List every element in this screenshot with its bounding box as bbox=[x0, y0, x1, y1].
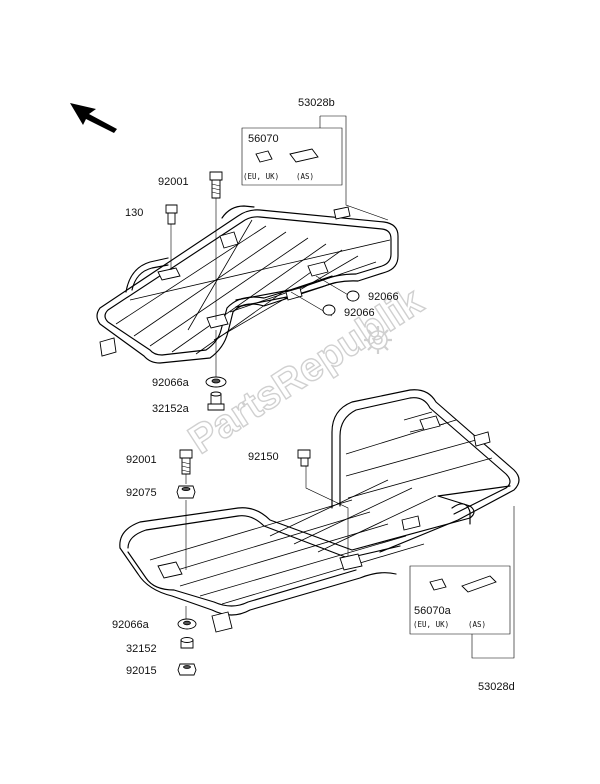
washer-92066a-top bbox=[205, 376, 227, 388]
region-tag-as-top: (AS) bbox=[296, 172, 314, 181]
region-tag-eu-uk-top: (EU, UK) bbox=[243, 172, 279, 181]
label-92015: 92015 bbox=[126, 665, 157, 677]
label-92066-b: 92066 bbox=[344, 307, 375, 319]
label-92066-a: 92066 bbox=[368, 291, 399, 303]
top-rack bbox=[96, 205, 399, 364]
label-56070: 56070 bbox=[248, 133, 279, 145]
watermark-text: PartsRepublik bbox=[181, 279, 431, 463]
region-tag-as-bottom: (AS) bbox=[468, 620, 486, 629]
bottom-rack bbox=[119, 389, 520, 633]
label-130: 130 bbox=[125, 207, 143, 219]
gear-icon bbox=[364, 326, 392, 354]
decal-box-top: (EU, UK) (AS) bbox=[241, 115, 389, 221]
plug-92066-a bbox=[346, 290, 360, 302]
watermark: PartsRepublik bbox=[180, 278, 432, 463]
part-labels: 53028b 56070 92001 130 92066 92066 92066… bbox=[112, 97, 515, 693]
label-53028b: 53028b bbox=[298, 97, 335, 109]
collar-32152 bbox=[180, 637, 194, 649]
decal-box-bottom: (EU, UK) (AS) bbox=[409, 506, 515, 659]
label-92001-top: 92001 bbox=[158, 176, 189, 188]
front-direction-arrow-icon bbox=[70, 103, 117, 133]
bolt-92001-lower bbox=[179, 449, 193, 475]
label-92075: 92075 bbox=[126, 487, 157, 499]
label-32152: 32152 bbox=[126, 643, 157, 655]
label-53028d: 53028d bbox=[478, 681, 515, 693]
nut-92075 bbox=[176, 485, 196, 499]
plug-92066-b bbox=[322, 304, 336, 316]
bolt-92001-top bbox=[209, 171, 223, 199]
washer-92066a-lower bbox=[177, 618, 197, 630]
label-92066a-top: 92066a bbox=[152, 377, 190, 389]
bolt-130 bbox=[165, 204, 178, 225]
label-92066a-lower: 92066a bbox=[112, 619, 150, 631]
label-32152a: 32152a bbox=[152, 403, 190, 415]
label-92001-lower: 92001 bbox=[126, 454, 157, 466]
label-56070a: 56070a bbox=[414, 605, 452, 617]
bolt-92150 bbox=[297, 449, 311, 467]
label-92150: 92150 bbox=[248, 451, 279, 463]
region-tag-eu-uk-bottom: (EU, UK) bbox=[413, 620, 449, 629]
collar-32152a bbox=[207, 391, 225, 411]
nut-92015 bbox=[177, 663, 197, 676]
